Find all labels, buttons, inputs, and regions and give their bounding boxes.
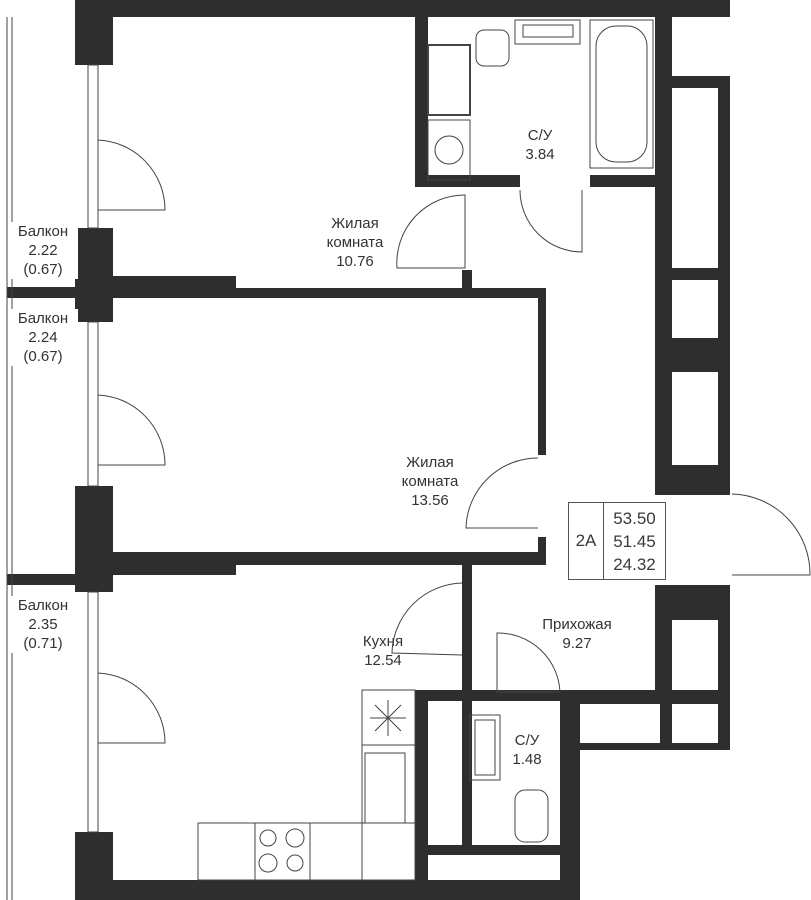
room-label-kitchen: Кухня 12.54 [343,632,423,670]
balcony-reduced-area: (0.67) [23,348,63,365]
room-label-living-room-2: Жилая комната 13.56 [375,453,485,510]
room-name: Жилая комната [401,454,459,490]
room-name: Кухня [362,633,404,650]
room-label-hallway: Прихожая 9.27 [527,615,627,653]
room-name: Прихожая [542,616,612,633]
living-area: 24.32 [613,554,656,574]
balcony-label-2: Балкон 2.24 (0.67) [8,309,78,366]
walls [7,0,730,900]
fixtures-and-doors [6,17,811,900]
room-area: 9.27 [562,635,592,652]
room-area: 12.54 [364,652,402,669]
balcony-name: Балкон [17,597,69,614]
balcony-reduced-area: (0.67) [23,261,63,278]
room-name: С/У [514,732,540,749]
balcony-area: 2.24 [28,329,58,346]
balcony-label-1: Балкон 2.22 (0.67) [8,222,78,279]
total-area: 53.50 [613,508,656,528]
room-area: 3.84 [525,146,555,163]
apartment-info-box: 2A 53.50 51.45 24.32 [568,502,666,580]
room-area: 1.48 [512,751,542,768]
balcony-label-3: Балкон 2.35 (0.71) [8,596,78,653]
balcony-area: 2.22 [28,242,58,259]
room-area: 13.56 [411,492,449,509]
balcony-reduced-area: (0.71) [23,635,63,652]
room-label-bathroom-2: С/У 1.48 [502,731,552,769]
room-name: Жилая комната [326,215,384,251]
apartment-type: 2A [569,503,604,579]
area-without-balconies: 51.45 [613,531,656,551]
balcony-area: 2.35 [28,616,58,633]
room-label-living-room-1: Жилая комната 10.76 [300,214,410,271]
room-name: С/У [527,127,553,144]
room-label-bathroom-1: С/У 3.84 [500,126,580,164]
balcony-name: Балкон [17,310,69,327]
balcony-name: Балкон [17,223,69,240]
room-area: 10.76 [336,253,374,270]
